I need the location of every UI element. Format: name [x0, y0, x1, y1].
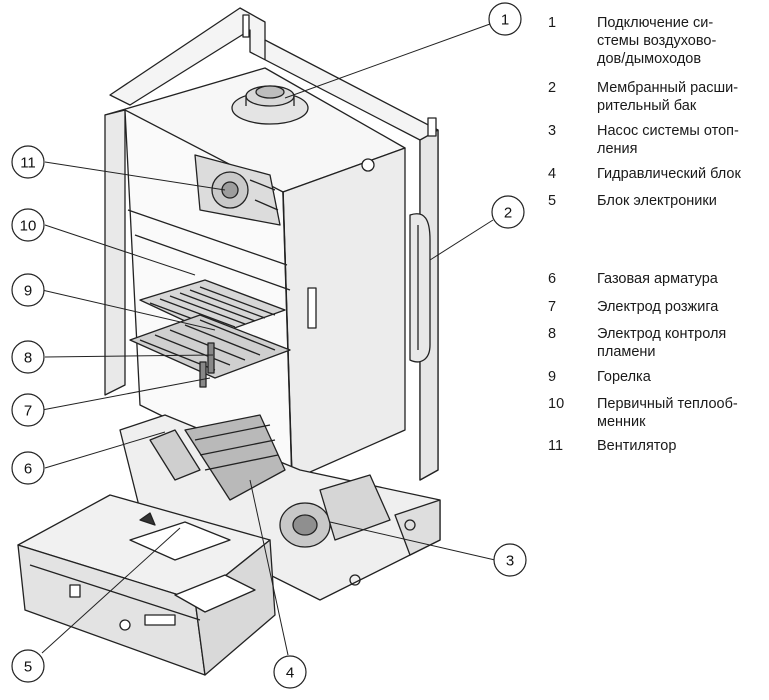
callout-8: 8: [11, 340, 45, 374]
legend-label: Гидравлический блок: [597, 166, 741, 182]
svg-text:2: 2: [504, 205, 512, 222]
main-housing: [104, 67, 406, 481]
callout-7: 7: [11, 393, 45, 427]
burner: [129, 314, 291, 388]
callout-5: 5: [11, 649, 45, 683]
svg-text:7: 7: [24, 403, 32, 420]
svg-text:6: 6: [24, 461, 32, 478]
legend-number: 3: [548, 123, 557, 139]
flue-connection: [231, 85, 309, 125]
legend-label: Электрод контроля пламени: [597, 326, 727, 360]
legend-label: Мембранный расши- рительный бак: [597, 80, 739, 114]
legend-label: Газовая арматура: [597, 271, 718, 287]
svg-text:9: 9: [24, 283, 32, 300]
callout-2: 2: [491, 195, 525, 229]
legend-number: 7: [548, 299, 557, 315]
svg-text:5: 5: [24, 659, 32, 676]
callout-6: 6: [11, 451, 45, 485]
legend-number: 6: [548, 271, 557, 287]
expansion-tank: [409, 213, 431, 363]
legend-number: 10: [548, 396, 565, 412]
callouts: 1 2 3 4 5 6 7 8: [11, 2, 527, 689]
svg-text:11: 11: [20, 155, 36, 172]
legend-number: 8: [548, 326, 557, 342]
legend-label: Первичный теплооб- менник: [597, 396, 738, 430]
svg-text:4: 4: [286, 665, 294, 682]
svg-text:3: 3: [506, 553, 514, 570]
legend-label: Блок электроники: [597, 193, 717, 209]
callout-10: 10: [11, 208, 45, 242]
callout-1: 1: [488, 2, 522, 36]
legend-label: Горелка: [597, 369, 651, 385]
legend-number: 4: [548, 166, 557, 182]
legend-number: 2: [548, 80, 557, 96]
callout-9: 9: [11, 273, 45, 307]
svg-text:8: 8: [24, 350, 32, 367]
legend-label: Электрод розжига: [597, 299, 719, 315]
legend-label: Насос системы отоп- ления: [597, 123, 739, 157]
callout-4: 4: [273, 655, 307, 689]
fan-unit: [194, 154, 281, 226]
legend-label: Подключение си- стемы воздухово- дов/дым…: [597, 15, 717, 67]
legend-number: 1: [548, 15, 557, 31]
callout-11: 11: [11, 145, 45, 179]
legend-number: 5: [548, 193, 557, 209]
callout-3: 3: [493, 543, 527, 577]
svg-text:10: 10: [20, 218, 37, 235]
svg-text:1: 1: [501, 12, 509, 29]
legend-label: Вентилятор: [597, 438, 677, 454]
leader-lines: [41, 23, 496, 656]
legend-number: 11: [548, 438, 564, 454]
lower-assembly: [119, 414, 441, 601]
legend-number: 9: [548, 369, 557, 385]
